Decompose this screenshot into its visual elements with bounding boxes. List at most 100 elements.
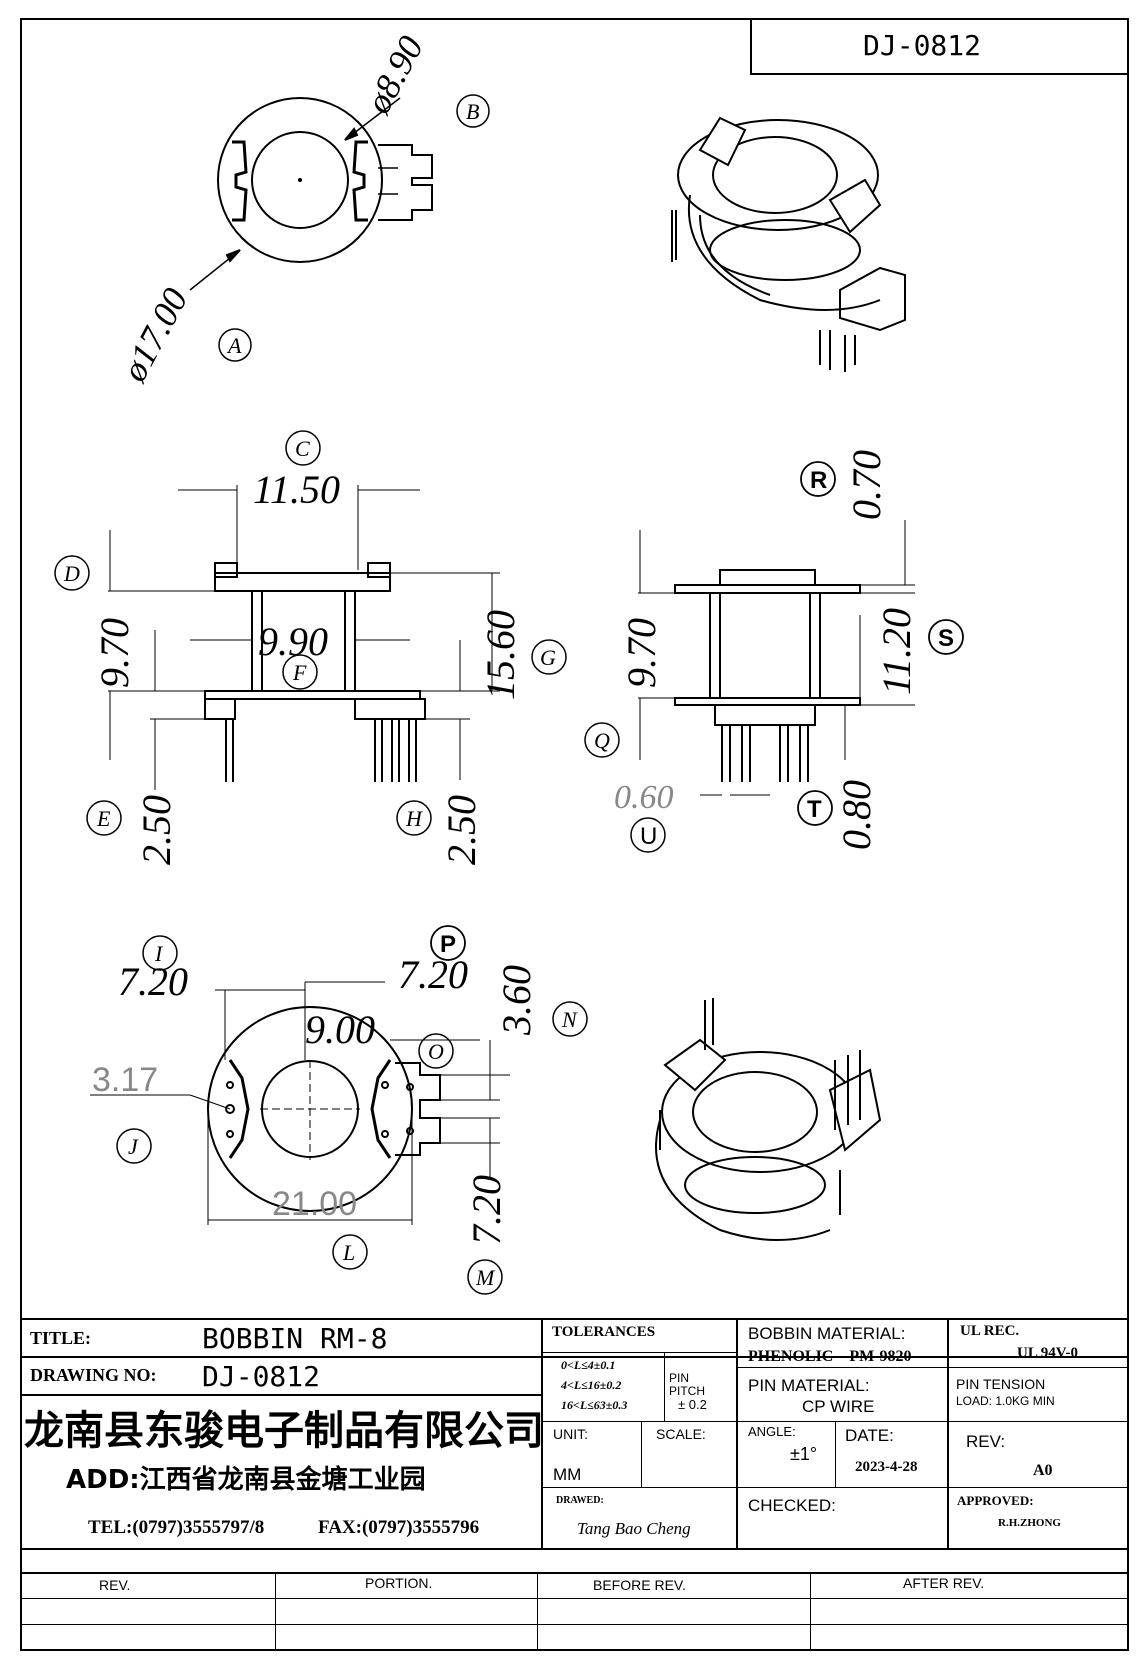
ul-value: UL 94V-0	[1017, 1345, 1078, 1361]
rev-label: REV:	[966, 1432, 1006, 1451]
front-view-dims	[108, 485, 500, 790]
tolerance-1: 0<L≤4±0.1	[561, 1358, 616, 1372]
svg-text:F: F	[292, 660, 307, 685]
svg-text:A: A	[226, 333, 242, 358]
svg-text:R: R	[810, 467, 827, 494]
tag-a: A	[218, 328, 252, 362]
date-value: 2023-4-28	[855, 1459, 918, 1475]
top-view	[189, 97, 433, 291]
rev-value: A0	[1033, 1462, 1053, 1479]
bobbin-material-label: BOBBIN MATERIAL:	[748, 1324, 906, 1343]
date-label: DATE:	[845, 1426, 894, 1445]
svg-text:M: M	[475, 1265, 496, 1290]
checked-label: CHECKED:	[748, 1496, 836, 1515]
pin-tension-value: LOAD: 1.0KG MIN	[956, 1394, 1055, 1408]
pin-material-value: CP WIRE	[802, 1397, 875, 1416]
drawn-value: Tang Bao Cheng	[577, 1519, 691, 1538]
dim-total-height: 15.60	[478, 610, 523, 700]
company-tel: TEL:(0797)3555797/8	[88, 1517, 265, 1538]
dim-side-height: 9.70	[619, 618, 664, 688]
tag-j: J	[116, 1128, 152, 1164]
tag-h: H	[396, 800, 432, 836]
tag-g: G	[531, 639, 567, 675]
drawing-no-value: DJ-0812	[202, 1360, 321, 1393]
unit-value: MM	[553, 1465, 582, 1484]
company-address: ADD:江西省龙南县金塘工业园	[66, 1465, 426, 1495]
side-view	[674, 569, 861, 782]
iso-view-bottom	[655, 998, 882, 1241]
dim-bottom-l: 21.00	[272, 1185, 357, 1223]
front-view	[204, 562, 426, 782]
angle-label: ANGLE:	[748, 1424, 796, 1439]
company-name: 龙南县东骏电子制品有限公司	[24, 1408, 544, 1454]
rev-table-header-before: BEFORE REV.	[593, 1577, 686, 1593]
tag-e: E	[86, 800, 122, 836]
svg-text:S: S	[938, 625, 954, 652]
approved-label: APPROVED:	[957, 1493, 1034, 1508]
dim-inner-dia: ø8.90	[357, 29, 431, 120]
tag-m: M	[467, 1259, 503, 1295]
tolerance-3: 16<L≤63±0.3	[561, 1398, 628, 1412]
drawing-number-header: DJ-0812	[863, 29, 982, 62]
rev-table-header-rev: REV.	[99, 1577, 131, 1593]
dim-bottom-m: 7.20	[464, 1175, 509, 1245]
rev-table-header-portion: PORTION.	[365, 1575, 433, 1591]
tolerances-label: TOLERANCES	[552, 1324, 656, 1340]
angle-value: ±1°	[790, 1444, 818, 1464]
dim-bottom-center: 9.00	[305, 1007, 375, 1052]
unit-label: UNIT:	[553, 1426, 588, 1442]
svg-text:Q: Q	[594, 728, 610, 753]
svg-text:B: B	[466, 99, 479, 124]
tag-q: Q	[584, 722, 620, 758]
dim-bottom-i: 7.20	[118, 959, 188, 1004]
tag-n: N	[552, 1001, 588, 1037]
svg-text:P: P	[440, 931, 456, 958]
svg-text:T: T	[807, 796, 822, 823]
bottom-view-dims	[90, 981, 510, 1225]
pin-pitch-value: ± 0.2	[678, 1397, 707, 1412]
side-view-dims	[638, 520, 915, 796]
title-value: BOBBIN RM-8	[202, 1322, 388, 1355]
tag-f: F	[282, 654, 318, 690]
dim-pin-left: 2.50	[134, 795, 179, 865]
svg-text:O: O	[428, 1039, 444, 1064]
dim-side-t: 0.80	[834, 780, 879, 850]
svg-text:E: E	[96, 806, 111, 831]
drawn-label: DRAWED:	[556, 1495, 604, 1506]
tag-r: R	[800, 461, 836, 497]
dim-height-left: 9.70	[92, 618, 137, 688]
svg-text:G: G	[540, 645, 556, 670]
tag-c: C	[285, 430, 321, 466]
approved-value: R.H.ZHONG	[998, 1517, 1061, 1529]
ul-label: UL REC.	[960, 1323, 1020, 1339]
header-box	[750, 18, 1129, 75]
svg-text:H: H	[405, 806, 423, 831]
tag-l: L	[332, 1234, 368, 1270]
svg-text:L: L	[342, 1240, 355, 1265]
tag-s: S	[928, 619, 964, 655]
tag-i: I	[142, 935, 178, 971]
svg-text:U: U	[640, 823, 657, 850]
tag-t: T	[797, 790, 833, 826]
dim-pin-dia: 0.60	[614, 779, 674, 816]
iso-view-top	[671, 116, 906, 372]
dim-pin-right: 2.50	[439, 795, 484, 865]
scale-label: SCALE:	[656, 1426, 706, 1442]
pin-tension-label: PIN TENSION	[956, 1376, 1046, 1392]
dim-side-s: 11.20	[874, 608, 919, 695]
drawing-no-label: DRAWING NO:	[30, 1365, 157, 1385]
dim-side-r: 0.70	[844, 450, 889, 520]
svg-text:C: C	[295, 436, 310, 461]
svg-text:D: D	[63, 561, 80, 586]
svg-text:J: J	[128, 1134, 139, 1159]
tag-p: P	[430, 925, 466, 961]
dim-bottom-p: 7.20	[398, 952, 468, 997]
tag-d: D	[54, 555, 90, 591]
tag-o: O	[418, 1033, 454, 1069]
pin-material-label: PIN MATERIAL:	[748, 1376, 870, 1395]
sheet-border	[20, 18, 1129, 1651]
pin-pitch-label: PIN PITCH	[669, 1371, 705, 1399]
bobbin-material-value: PHENOLIC PM-9820	[748, 1348, 912, 1365]
tag-u: U	[630, 817, 666, 853]
